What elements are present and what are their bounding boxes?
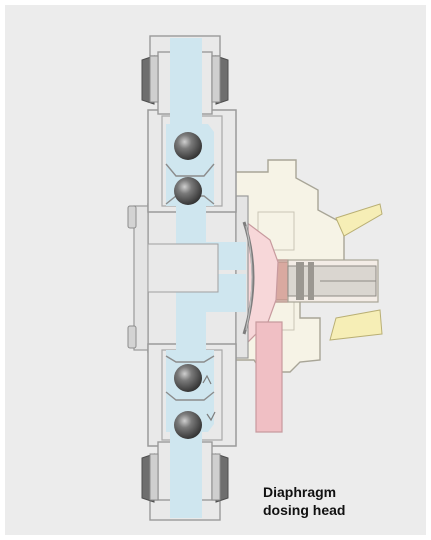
caption-line-2: dosing head (263, 501, 345, 519)
plunger-rod (262, 260, 378, 302)
diagram-caption: Diaphragm dosing head (263, 483, 345, 519)
caption-line-1: Diaphragm (263, 483, 345, 501)
